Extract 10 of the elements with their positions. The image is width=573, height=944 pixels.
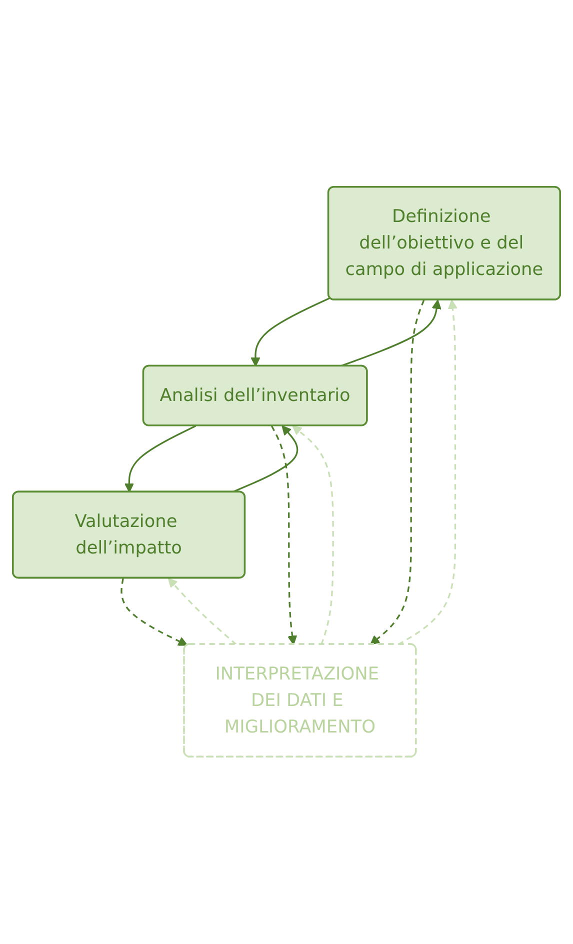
arrow [270, 426, 298, 646]
arrow [340, 300, 442, 368]
arrow [370, 300, 425, 646]
arrow [398, 300, 458, 646]
arrow [120, 578, 188, 646]
arrow [232, 426, 298, 494]
arrow [124, 425, 196, 493]
arrow [250, 297, 330, 367]
arrow [292, 426, 334, 646]
arrow [168, 578, 237, 646]
